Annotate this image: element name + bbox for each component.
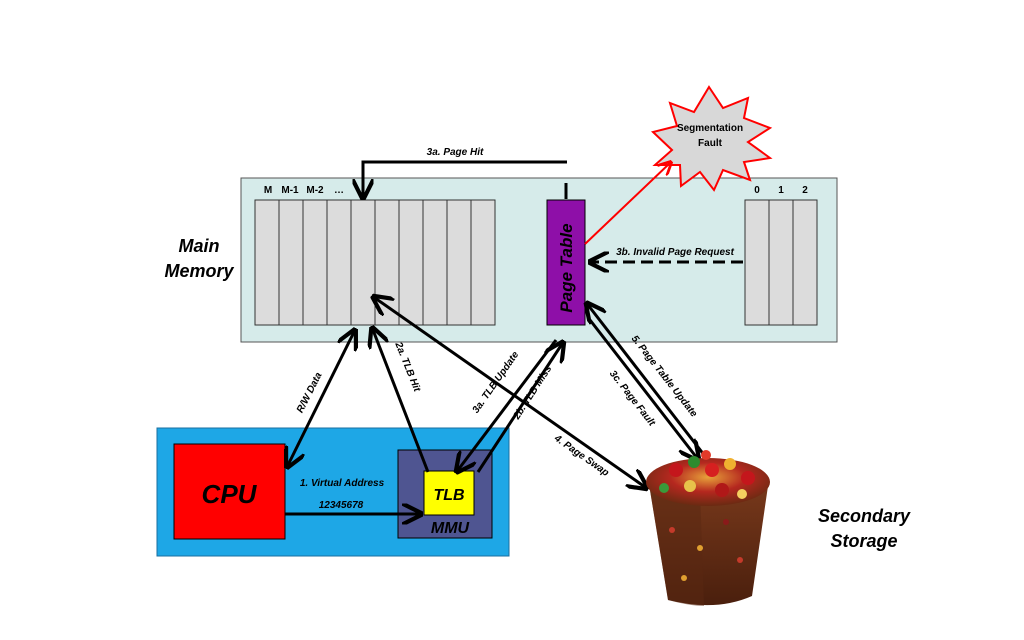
virtual-address-value: 12345678	[319, 500, 364, 511]
cpu-label: CPU	[202, 479, 258, 509]
memory-frame	[768, 199, 794, 326]
segmentation-fault-label-line2: Fault	[698, 138, 723, 149]
cake-fruit	[715, 483, 729, 497]
memory-frame	[398, 199, 424, 326]
page-hit-label: 3a. Page Hit	[427, 147, 484, 158]
cake-crumb	[723, 519, 729, 525]
rw-data-arrow	[288, 332, 354, 465]
memory-frame	[792, 199, 818, 326]
page-table-label: Page Table	[557, 223, 576, 312]
page-fault-arrow	[588, 319, 697, 458]
page-table-update-arrow	[588, 305, 710, 461]
slot-label-ellipsis: …	[334, 185, 344, 196]
memory-frame	[744, 199, 770, 326]
slot-label-0: 0	[754, 185, 760, 196]
segmentation-fault-label: Segmentation	[677, 123, 743, 134]
memory-frame	[350, 199, 376, 326]
memory-frames-right	[744, 199, 818, 326]
main-memory-label: Main	[178, 236, 219, 256]
tlb-label: TLB	[433, 487, 464, 504]
memory-frame	[470, 199, 496, 326]
slot-label-m-1: M-1	[281, 185, 299, 196]
cake-fruit	[701, 450, 711, 460]
cake-crumb	[681, 575, 687, 581]
cake-fruit	[688, 456, 700, 468]
virtual-address-label: 1. Virtual Address	[300, 478, 385, 489]
cake-crumb	[697, 545, 703, 551]
cake-fruit	[724, 458, 736, 470]
cake-fruit	[659, 483, 669, 493]
memory-frame	[278, 199, 304, 326]
cake-side-shade	[648, 478, 704, 606]
cake-fruit	[705, 463, 719, 477]
cpu-box	[173, 443, 286, 540]
memory-frame	[446, 199, 472, 326]
tlb-hit-label: 2a. TLB Hit	[392, 340, 422, 394]
cake-fruit	[741, 471, 755, 485]
page-swap-arrow	[375, 298, 645, 487]
memory-frame	[422, 199, 448, 326]
memory-frame	[302, 199, 328, 326]
invalid-request-label: 3b. Invalid Page Request	[616, 247, 734, 258]
cake-crumb	[669, 527, 675, 533]
segfault-arrow	[584, 163, 670, 245]
secondary-storage-label: Secondary	[818, 506, 911, 526]
rw-data-label: R/W Data	[295, 370, 325, 414]
slot-label-m-2: M-2	[306, 185, 324, 196]
page-hit-arrow	[363, 160, 567, 196]
memory-frame	[254, 199, 280, 326]
slot-label-m: M	[264, 185, 272, 196]
memory-frames-left	[254, 199, 496, 326]
slot-label-1: 1	[778, 185, 784, 196]
segmentation-fault-burst	[650, 85, 773, 192]
slot-label-2: 2	[802, 185, 808, 196]
cake-fruit	[669, 463, 683, 477]
memory-frame	[326, 199, 352, 326]
secondary-storage-label-line2: Storage	[830, 531, 897, 551]
cake-fruit	[737, 489, 747, 499]
main-memory-label-line2: Memory	[164, 261, 234, 281]
mmu-label: MMU	[431, 520, 470, 537]
fruitcake-image	[646, 450, 770, 606]
cake-crumb	[737, 557, 743, 563]
cake-fruit	[684, 480, 696, 492]
